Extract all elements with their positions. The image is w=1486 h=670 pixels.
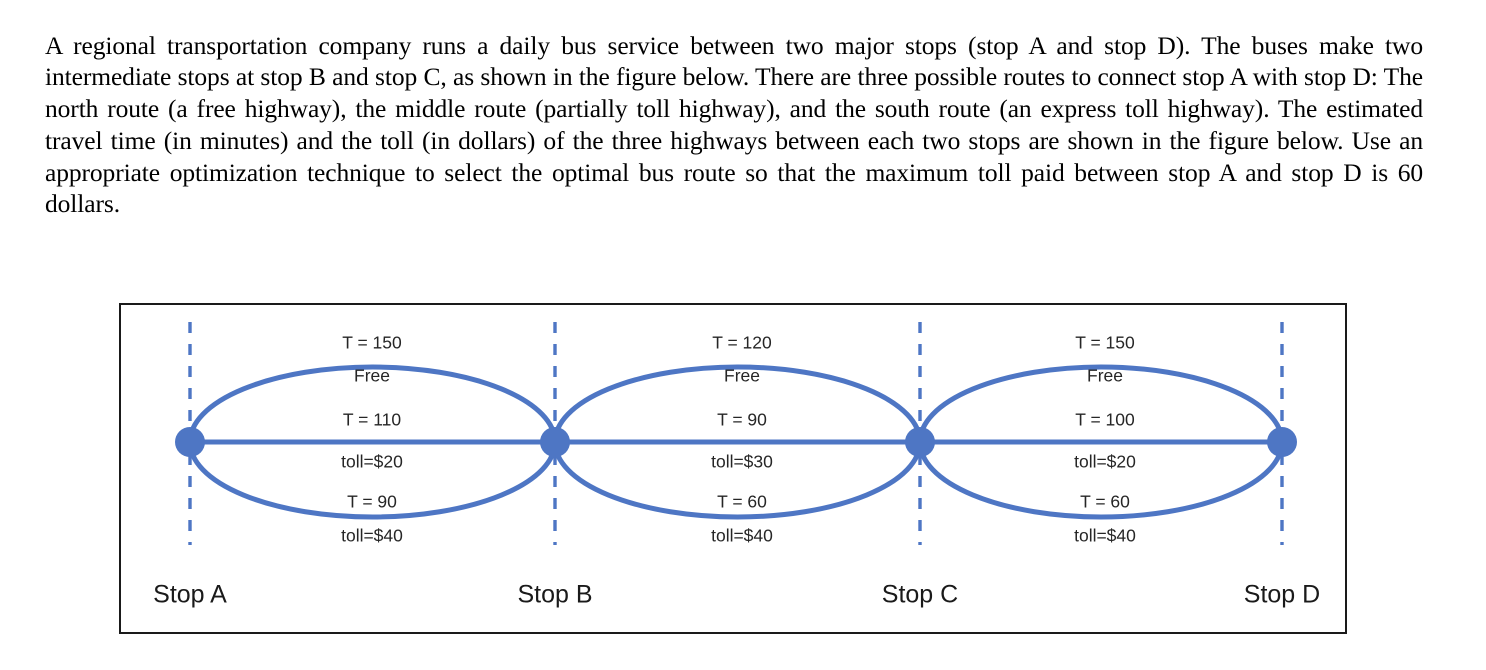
node-stop-c — [905, 427, 935, 457]
edge-c-d-middle-cost: toll=$20 — [1074, 452, 1136, 472]
stop-label-b: Stop B — [517, 581, 592, 609]
edge-b-c-middle-cost: toll=$30 — [711, 452, 773, 472]
edge-b-c-middle-time: T = 90 — [717, 410, 767, 430]
route-network-svg: T = 150 Free T = 110 toll=$20 T = 90 tol… — [153, 322, 1320, 609]
edge-c-d-north-cost: Free — [1087, 366, 1123, 386]
edge-b-c-south-cost: toll=$40 — [711, 526, 773, 546]
edge-a-b-north-time: T = 150 — [342, 333, 402, 353]
edge-c-d-middle-time: T = 100 — [1075, 410, 1135, 430]
node-stop-b — [540, 427, 570, 457]
edge-a-b-south-time: T = 90 — [347, 492, 397, 512]
edge-c-d-south — [917, 439, 1285, 520]
edge-b-c-south — [552, 439, 923, 520]
edge-b-c-north-time: T = 120 — [712, 333, 772, 353]
segment-c-d: T = 150 Free T = 100 toll=$20 T = 60 tol… — [917, 333, 1285, 546]
edge-a-b-south-cost: toll=$40 — [341, 526, 403, 546]
edge-b-c-north — [552, 364, 923, 445]
edge-c-d-north — [917, 364, 1285, 445]
edge-a-b-south — [187, 439, 558, 520]
edge-a-b-middle-time: T = 110 — [343, 410, 401, 430]
edge-a-b-north — [187, 364, 558, 445]
route-network-figure: T = 150 Free T = 110 toll=$20 T = 90 tol… — [119, 303, 1347, 634]
segment-b-c: T = 120 Free T = 90 toll=$30 T = 60 toll… — [552, 333, 923, 546]
node-stop-d — [1267, 427, 1297, 457]
edge-c-d-north-time: T = 150 — [1075, 333, 1135, 353]
edge-c-d-south-cost: toll=$40 — [1074, 526, 1136, 546]
edge-b-c-north-cost: Free — [724, 366, 760, 386]
stop-label-d: Stop D — [1244, 581, 1320, 609]
edge-c-d-south-time: T = 60 — [1080, 492, 1130, 512]
stop-label-c: Stop C — [882, 581, 958, 609]
problem-statement: A regional transportation company runs a… — [45, 30, 1423, 219]
edge-a-b-middle-cost: toll=$20 — [341, 452, 403, 472]
segment-a-b: T = 150 Free T = 110 toll=$20 T = 90 tol… — [187, 333, 558, 546]
stop-label-a: Stop A — [153, 581, 227, 609]
edge-b-c-south-time: T = 60 — [717, 492, 767, 512]
edge-a-b-north-cost: Free — [354, 366, 390, 386]
node-stop-a — [175, 427, 205, 457]
